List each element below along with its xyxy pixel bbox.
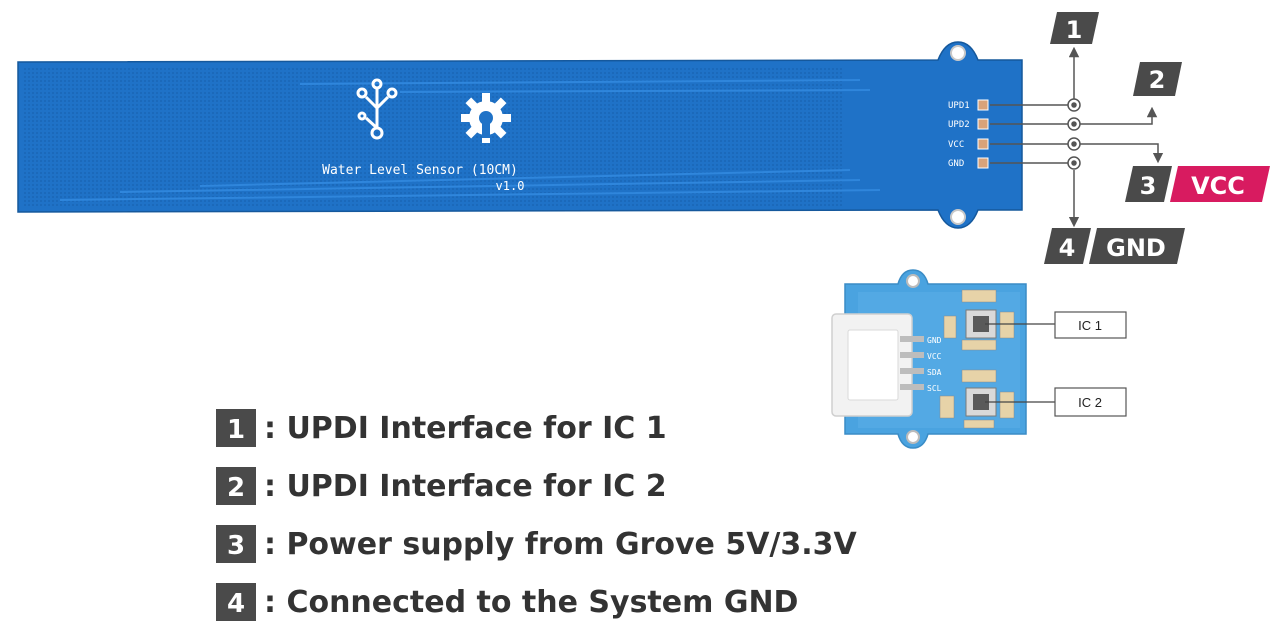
pad-label-gnd: GND xyxy=(948,159,964,169)
module-pin-vcc: VCC xyxy=(927,352,942,361)
module-pin-scl: SCL xyxy=(927,384,942,393)
legend-item-4: 4 : Connected to the System GND xyxy=(216,583,798,621)
svg-text:: Connected to the System GND: : Connected to the System GND xyxy=(264,585,798,620)
svg-text:IC 2: IC 2 xyxy=(1078,395,1102,410)
svg-text:2: 2 xyxy=(1149,66,1166,94)
network-logo-icon xyxy=(356,78,398,140)
board-version: v1.0 xyxy=(496,179,525,193)
svg-text:VCC: VCC xyxy=(1191,172,1245,200)
module-pin-gnd: GND xyxy=(927,336,942,345)
pin-badge-2: 2 xyxy=(1133,62,1182,96)
pin-badge-3-vcc: 3 VCC xyxy=(1125,166,1270,202)
pad-labels: UPD1 UPD2 VCC GND xyxy=(948,101,970,169)
svg-text:3: 3 xyxy=(227,531,245,561)
svg-text:: UPDI Interface for IC 2: : UPDI Interface for IC 2 xyxy=(264,469,667,504)
svg-text:: Power supply from Grove 5V/3: : Power supply from Grove 5V/3.3V xyxy=(264,527,858,562)
pin-badge-4-gnd: 4 GND xyxy=(1044,228,1185,264)
pads xyxy=(977,99,989,169)
svg-text:: UPDI Interface for IC 1: : UPDI Interface for IC 1 xyxy=(264,411,667,446)
water-level-sensor-board: Water Level Sensor (10CM) v1.0 UPD1 UPD2… xyxy=(17,41,1023,229)
pad-label-upd1: UPD1 xyxy=(948,101,970,111)
legend: 1 : UPDI Interface for IC 1 2 : UPDI Int… xyxy=(216,409,858,621)
pin-badge-1: 1 xyxy=(1050,12,1099,44)
gear-icon xyxy=(461,93,511,143)
svg-text:2: 2 xyxy=(227,473,245,503)
ic1-chip xyxy=(965,309,997,339)
svg-text:1: 1 xyxy=(1066,16,1083,44)
module-pin-sda: SDA xyxy=(927,368,942,377)
grove-module-board: GND VCC SDA SCL xyxy=(831,269,1027,449)
grove-connector xyxy=(831,313,924,417)
svg-text:3: 3 xyxy=(1140,172,1157,200)
board-title: Water Level Sensor (10CM) xyxy=(322,163,518,178)
pin-connector-lines xyxy=(990,46,1164,228)
svg-text:4: 4 xyxy=(227,589,245,619)
pad-label-upd2: UPD2 xyxy=(948,120,970,130)
ic1-callout: IC 1 xyxy=(985,311,1127,339)
pin-junctions xyxy=(1067,98,1081,170)
ic2-callout: IC 2 xyxy=(985,387,1127,417)
svg-text:GND: GND xyxy=(1106,234,1166,262)
pad-label-vcc: VCC xyxy=(948,140,964,150)
module-pin-labels: GND VCC SDA SCL xyxy=(927,336,942,393)
svg-text:4: 4 xyxy=(1059,234,1076,262)
svg-text:1: 1 xyxy=(227,415,245,445)
legend-item-2: 2 : UPDI Interface for IC 2 xyxy=(216,467,667,505)
svg-text:IC 1: IC 1 xyxy=(1078,318,1102,333)
legend-item-3: 3 : Power supply from Grove 5V/3.3V xyxy=(216,525,858,563)
smd-components xyxy=(939,289,1015,429)
legend-item-1: 1 : UPDI Interface for IC 1 xyxy=(216,409,667,447)
